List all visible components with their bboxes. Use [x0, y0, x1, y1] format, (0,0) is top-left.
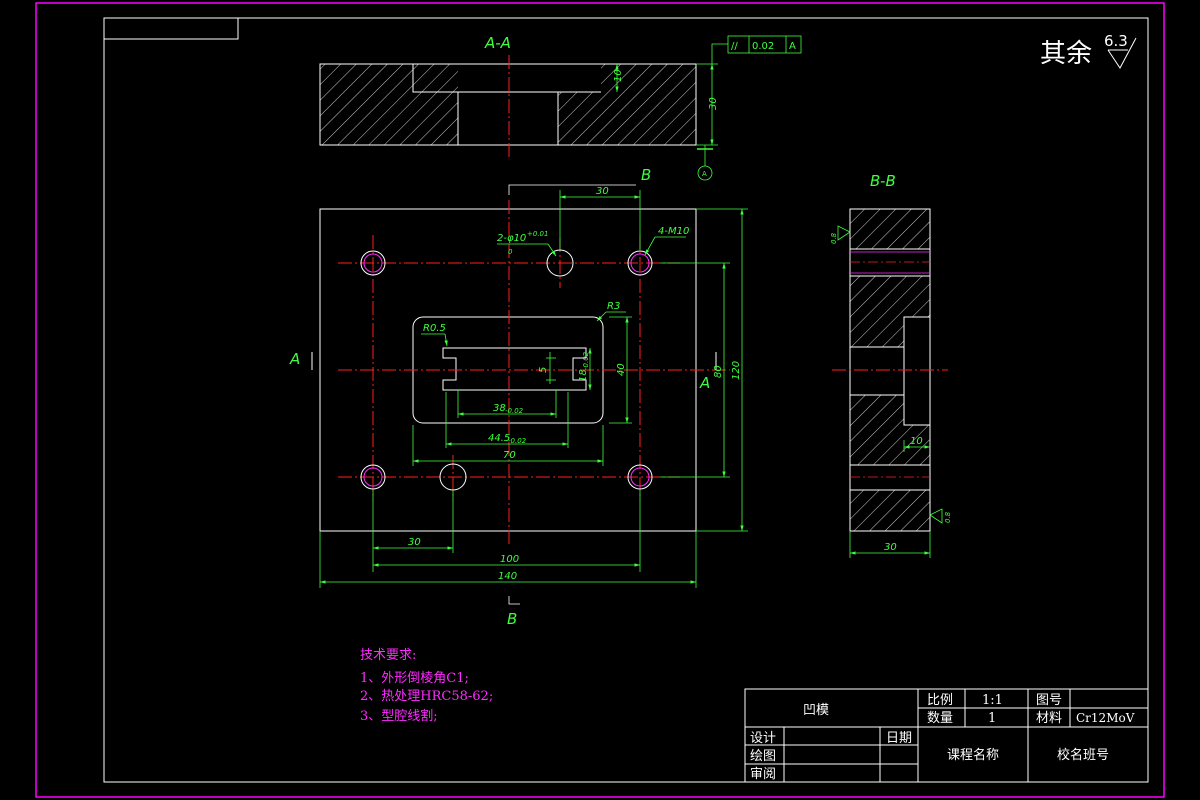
- part-name: 凹模: [803, 703, 829, 718]
- section-b-bottom: B: [507, 610, 517, 628]
- section-b-top: B: [641, 166, 651, 184]
- drawing-no-label: 图号: [1036, 693, 1062, 708]
- dim-h18: 18: [578, 369, 589, 382]
- draw-label: 绘图: [750, 749, 776, 764]
- date-label: 日期: [886, 731, 912, 746]
- school-label: 校名班号: [1057, 747, 1109, 763]
- course-label: 课程名称: [947, 747, 999, 763]
- tol-value: 0.02: [752, 41, 774, 52]
- dim-dowel-tol-lower: 0: [508, 248, 513, 256]
- section-aa-label: A-A: [484, 34, 511, 52]
- dim-h120: 120: [731, 361, 742, 380]
- code-box: [103, 17, 239, 40]
- tech-item-1: 1、外形倒棱角C1;: [360, 670, 469, 686]
- dim-h18-tol: -0.02: [582, 351, 590, 370]
- scale-label: 比例: [927, 693, 953, 708]
- dim-section-depth: 10: [613, 69, 624, 82]
- section-a-right: A: [699, 374, 710, 392]
- dim-bb-30: 30: [884, 542, 897, 553]
- dim-w44-tol: -0.02: [508, 437, 527, 445]
- tol-symbol: //: [731, 41, 738, 52]
- dim-w38: 38: [493, 403, 506, 414]
- dim-bottom-100: 100: [500, 554, 519, 565]
- title-block: [744, 688, 1149, 783]
- dim-w38-tol: -0.02: [505, 407, 524, 415]
- qty-label: 数量: [927, 711, 953, 726]
- roughness-value: 6.3: [1104, 32, 1128, 50]
- design-label: 设计: [750, 731, 776, 746]
- bb-roughness-right: 0.8: [944, 511, 952, 523]
- tech-requirements: 技术要求: 1、外形倒棱角C1; 2、热处理HRC58-62; 3、型腔线割;: [360, 648, 493, 724]
- dim-dowel-holes: 2-φ10: [497, 233, 526, 244]
- dim-bottom-140: 140: [498, 571, 517, 582]
- inner-frame: [103, 17, 1149, 783]
- dim-h5: 5: [538, 367, 549, 373]
- tech-title: 技术要求:: [360, 648, 416, 663]
- dim-h80: 80: [713, 365, 724, 378]
- datum-label: A: [702, 170, 707, 178]
- dim-r3: R3: [607, 301, 620, 312]
- dim-r05: R0.5: [423, 323, 446, 334]
- dim-h40: 40: [616, 363, 627, 376]
- dim-dowel-tol-upper: +0.01: [527, 230, 548, 238]
- dim-top-30: 30: [596, 186, 609, 197]
- plan-view: A A B B 30 2-φ10 +0.01 0 4-M10 R3 R0.5 3…: [289, 166, 748, 628]
- section-aa: A-A 10 30 // 0.02 A A: [319, 34, 802, 181]
- dim-w70: 70: [503, 450, 516, 461]
- section-a-left: A: [289, 350, 300, 368]
- tech-item-3: 3、型腔线割;: [360, 708, 438, 724]
- outer-frame: [35, 2, 1165, 798]
- roughness-general: 其余 6.3: [1040, 32, 1137, 69]
- dim-bottom-30: 30: [408, 537, 421, 548]
- bb-roughness-left: 0.8: [830, 232, 838, 244]
- dim-bb-10: 10: [910, 436, 923, 447]
- tech-item-2: 2、热处理HRC58-62;: [360, 689, 493, 704]
- dim-w44: 44.5: [488, 433, 510, 444]
- review-label: 审阅: [750, 767, 776, 782]
- scale-value: 1:1: [982, 693, 1003, 708]
- dim-section-height: 30: [708, 97, 719, 110]
- roughness-prefix: 其余: [1040, 39, 1092, 69]
- section-bb-label: B-B: [870, 172, 896, 190]
- material-value: Cr12MoV: [1076, 711, 1135, 725]
- section-bb: B-B 0.8 0.8 10 30: [830, 172, 952, 558]
- qty-value: 1: [988, 711, 996, 726]
- tol-datum: A: [789, 41, 796, 52]
- dim-threads: 4-M10: [658, 226, 689, 237]
- material-label: 材料: [1036, 711, 1062, 726]
